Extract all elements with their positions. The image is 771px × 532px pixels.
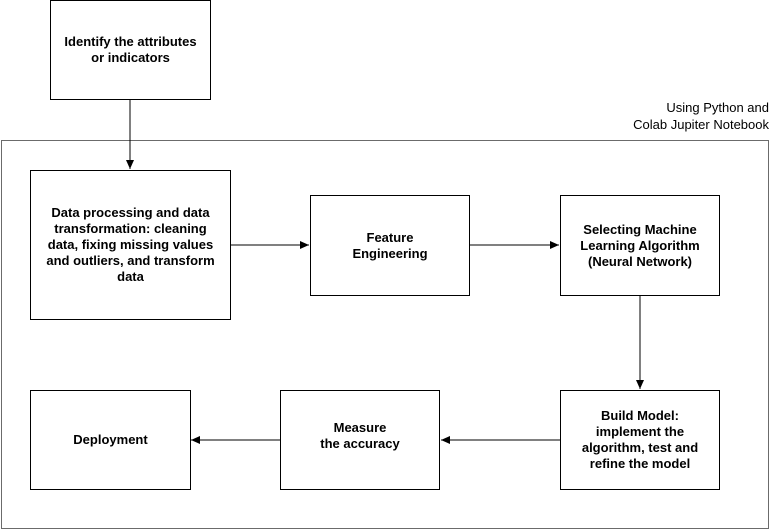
identify-attributes-label: Identify the attributes or indicators [64,34,197,65]
feature-engineering-box: Feature Engineering [310,195,470,296]
identify-attributes-box: Identify the attributes or indicators [50,0,211,100]
measure-accuracy-label: Measure the accuracy [320,420,400,451]
container-label: Using Python and Colab Jupiter Notebook [633,99,769,133]
data-processing-box: Data processing and data transformation:… [30,170,231,320]
build-model-box: Build Model: implement the algorithm, te… [560,390,720,490]
container-label-line-2: Colab Jupiter Notebook [633,117,769,132]
python-colab-container [1,140,769,529]
build-model-label: Build Model: implement the algorithm, te… [581,408,699,471]
feature-engineering-label: Feature Engineering [352,229,428,261]
measure-accuracy-box: Measure the accuracy [280,390,440,490]
data-processing-label: Data processing and data transformation:… [46,205,215,284]
selecting-algorithm-label: Selecting Machine Learning Algorithm (Ne… [580,221,700,269]
deployment-label: Deployment [73,432,148,447]
selecting-algorithm-box: Selecting Machine Learning Algorithm (Ne… [560,195,720,296]
container-label-line-1: Using Python and [666,100,769,115]
deployment-box: Deployment [30,390,191,490]
